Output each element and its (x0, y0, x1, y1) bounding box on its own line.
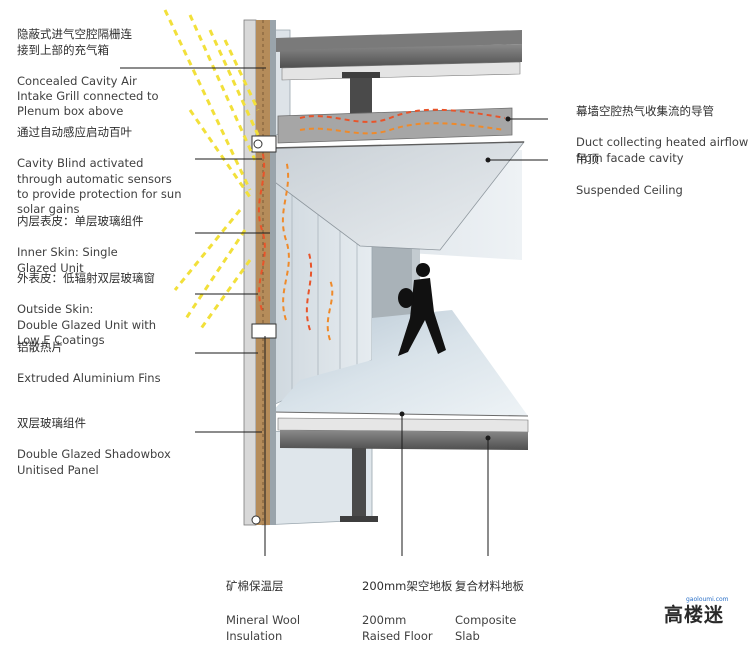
leader-dots (399, 116, 511, 441)
label-duct: 幕墙空腔热气收集流的导管 Duct collecting heated airf… (576, 89, 748, 181)
watermark-text: 高楼迷 (664, 604, 725, 626)
label-ceiling-en: Suspended Ceiling (576, 183, 683, 198)
label-floor: 200mm架空地板 200mm Raised Floor (362, 564, 452, 659)
watermark-sub: gaoloumi.com (686, 596, 729, 603)
label-ceiling: 吊顶 Suspended Ceiling (576, 137, 683, 214)
label-inner-skin-en: Inner Skin: Single Glazed Unit (17, 245, 118, 275)
airflow-arrows (257, 108, 506, 341)
label-duct-en: Duct collecting heated airflow from faca… (576, 135, 749, 165)
label-fins-en: Extruded Aluminium Fins (17, 371, 161, 386)
label-floor-zh: 200mm架空地板 (362, 579, 453, 594)
label-fins-zh: 铝散热片 (17, 340, 63, 355)
label-panel-zh: 双层玻璃组件 (17, 416, 86, 431)
label-panel: 双层玻璃组件 Double Glazed Shadowbox Unitised … (17, 401, 171, 493)
solar-rays (163, 9, 260, 331)
label-blind: 通过自动感应启动百叶 Cavity Blind activated throug… (17, 110, 181, 233)
suspended-ceiling (271, 141, 525, 251)
label-outer-skin: 外表皮：低辐射双层玻璃窗 Outside Skin: Double Glazed… (17, 256, 156, 364)
label-slab: 复合材料地板 Composite Slab (455, 564, 524, 659)
walking-person-silhouette (398, 263, 446, 356)
label-grill-zh: 隐蔽式进气空腔隔栅连 接到上部的充气箱 (17, 27, 132, 57)
lower-slab (277, 417, 529, 522)
label-wool: 矿棉保温层 Mineral Wool Insulation (226, 564, 300, 659)
leader-lines (120, 67, 548, 556)
label-blind-zh: 通过自动感应启动百叶 (17, 125, 132, 140)
label-inner-skin: 内层表皮：单层玻璃组件 Inner Skin: Single Glazed Un… (17, 199, 144, 291)
label-inner-skin-zh: 内层表皮：单层玻璃组件 (17, 214, 144, 229)
label-ceiling-zh: 吊顶 (576, 152, 599, 167)
facade-mullion (243, 19, 277, 526)
label-outer-skin-zh: 外表皮：低辐射双层玻璃窗 (17, 271, 155, 286)
watermark-logo: gaoloumi.com 高楼迷 (664, 596, 748, 626)
label-panel-en: Double Glazed Shadowbox Unitised Panel (17, 447, 171, 477)
label-outer-skin-en: Outside Skin: Double Glazed Unit with Lo… (17, 302, 157, 348)
label-duct-zh: 幕墙空腔热气收集流的导管 (576, 104, 714, 119)
duct (277, 107, 513, 144)
label-fins: 铝散热片 Extruded Aluminium Fins (17, 325, 161, 402)
label-grill-en: Concealed Cavity Air Intake Grill connec… (17, 73, 159, 119)
facade-section-illustration (120, 9, 548, 556)
label-slab-zh: 复合材料地板 (455, 579, 524, 594)
label-blind-en: Cavity Blind activated through automatic… (17, 156, 182, 217)
label-wool-zh: 矿棉保温层 (226, 579, 284, 594)
label-grill: 隐蔽式进气空腔隔栅连 接到上部的充气箱 Concealed Cavity Air… (17, 12, 159, 135)
